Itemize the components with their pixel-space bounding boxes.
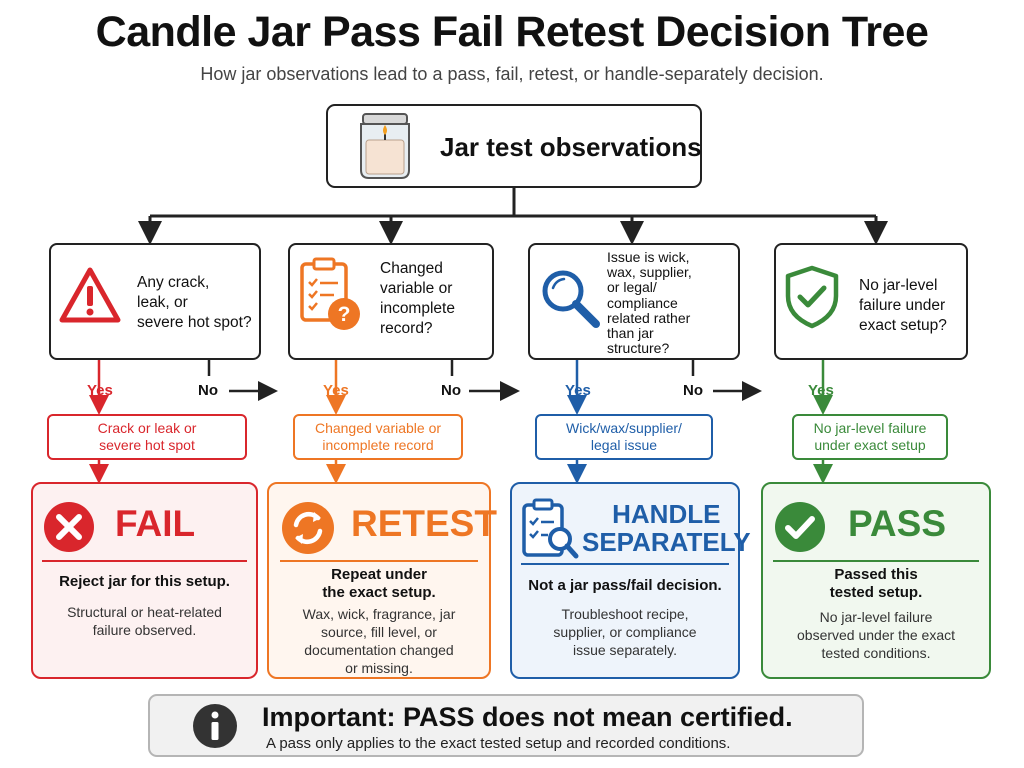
no-label-2: No <box>441 382 461 399</box>
outcome-handle-body: Not a jar pass/fail decision. Troublesho… <box>510 577 740 659</box>
result-1-line-2: severe hot spot <box>99 437 195 453</box>
result-2-line-2: incomplete record <box>322 437 434 453</box>
outcome-fail-divider <box>42 560 247 562</box>
outcome-retest-body: Repeat under the exact setup. Wax, wick,… <box>267 566 491 677</box>
outcome-retest-bold-2: the exact setup. <box>322 584 436 601</box>
shield-check-icon <box>785 265 839 329</box>
question-3-line-7: structure? <box>607 340 670 357</box>
outcome-retest-desc-2: source, fill level, or <box>321 624 437 640</box>
outcome-fail-desc-1: Structural or heat-related <box>67 604 222 620</box>
outcome-retest-desc-4: or missing. <box>345 660 413 676</box>
question-4-line-2: failure under <box>859 297 946 314</box>
outcome-pass-bold-2: tested setup. <box>829 584 923 601</box>
outcome-pass-desc-3: tested conditions. <box>821 645 931 661</box>
outcome-pass-desc-1: No jar-level failure <box>819 609 933 625</box>
outcome-pass-bold-1: Passed this <box>834 566 918 583</box>
outcome-handle-heading-line-1: HANDLE <box>612 499 721 529</box>
outcome-retest-divider <box>280 560 478 562</box>
outcome-fail-desc-2: failure observed. <box>92 622 197 638</box>
refresh-icon <box>282 502 334 554</box>
outcome-retest-desc-3: documentation changed <box>304 642 454 658</box>
result-4-line-2: under exact setup <box>814 437 926 453</box>
question-2-line-2: variable or <box>380 280 453 297</box>
yes-label-4: Yes <box>808 382 834 399</box>
check-circle-icon <box>775 502 825 552</box>
question-2-line-1: Changed <box>380 260 443 277</box>
outcome-retest-heading: RETEST <box>351 503 497 544</box>
candle-jar-icon <box>360 113 410 179</box>
question-3-line-4: compliance <box>607 294 678 311</box>
result-4-line-1: No jar-level failure <box>813 420 927 436</box>
page-title: Candle Jar Pass Fail Retest Decision Tre… <box>95 8 929 56</box>
no-label-3: No <box>683 382 703 399</box>
info-icon <box>193 704 237 748</box>
question-3-line-1: Issue is wick, <box>607 249 690 265</box>
clipboard-question-icon: ? <box>300 257 360 330</box>
clipboard-search-icon <box>522 498 579 559</box>
question-1-line-1: Any crack, <box>137 274 210 291</box>
outcome-handle-desc-1: Troubleshoot recipe, <box>561 606 689 622</box>
question-4-line-1: No jar-level <box>859 277 938 294</box>
outcome-handle-bold-1: Not a jar pass/fail decision. <box>528 577 722 594</box>
magnifier-icon <box>542 270 600 328</box>
outcome-pass-divider <box>773 560 979 562</box>
outcome-pass-heading: PASS <box>848 503 947 544</box>
result-1-line-1: Crack or leak or <box>97 420 197 436</box>
warning-triangle-icon <box>59 267 121 323</box>
question-3-line-2: wax, supplier, <box>607 264 692 281</box>
no-label-1: No <box>198 382 218 399</box>
outcome-pass-body: Passed this tested setup. No jar-level f… <box>761 566 991 662</box>
result-3-line-1: Wick/wax/supplier/ <box>566 420 682 436</box>
outcome-fail-body: Reject jar for this setup. Structural or… <box>31 573 258 639</box>
result-box-3: Wick/wax/supplier/legal issue <box>535 414 713 460</box>
outcome-handle-heading: HANDLE SEPARATELY <box>582 500 751 556</box>
important-note-body: A pass only applies to the exact tested … <box>266 735 731 752</box>
question-3-line-3: or legal/ <box>607 279 657 296</box>
question-4-line-3: exact setup? <box>859 317 947 334</box>
outcome-retest-bold-1: Repeat under <box>331 566 427 583</box>
question-1-line-3: severe hot spot? <box>137 314 252 331</box>
yes-label-1: Yes <box>87 382 113 399</box>
svg-text:?: ? <box>338 303 351 326</box>
important-note-box <box>148 694 864 757</box>
question-3-line-6: than jar <box>607 325 654 342</box>
root-label: Jar test observations <box>440 132 702 162</box>
outcome-handle-heading-line-2: SEPARATELY <box>582 527 751 557</box>
outcome-handle-desc-3: issue separately. <box>572 642 677 658</box>
question-1-line-2: leak, or <box>137 294 188 311</box>
outcome-fail-heading: FAIL <box>115 503 196 544</box>
outcome-pass-desc-2: observed under the exact <box>797 627 955 643</box>
result-3-line-2: legal issue <box>590 437 658 453</box>
x-circle-icon <box>44 502 94 552</box>
outcome-handle-desc-2: supplier, or compliance <box>553 624 697 640</box>
question-3-line-5: related rather <box>607 309 691 326</box>
question-2-line-4: record? <box>380 320 433 337</box>
yes-label-3: Yes <box>565 382 591 399</box>
outcome-handle-divider <box>521 563 729 565</box>
page-subtitle: How jar observations lead to a pass, fai… <box>200 64 824 84</box>
outcome-retest-desc-1: Wax, wick, fragrance, jar <box>302 606 456 622</box>
outcome-fail-bold-1: Reject jar for this setup. <box>59 573 230 590</box>
important-note-title: Important: PASS does not mean certified. <box>262 702 793 732</box>
outcome-card-handle-separately <box>510 482 740 679</box>
yes-label-2: Yes <box>323 382 349 399</box>
question-2-line-3: incomplete <box>380 300 455 317</box>
result-2-line-1: Changed variable or <box>314 420 442 436</box>
